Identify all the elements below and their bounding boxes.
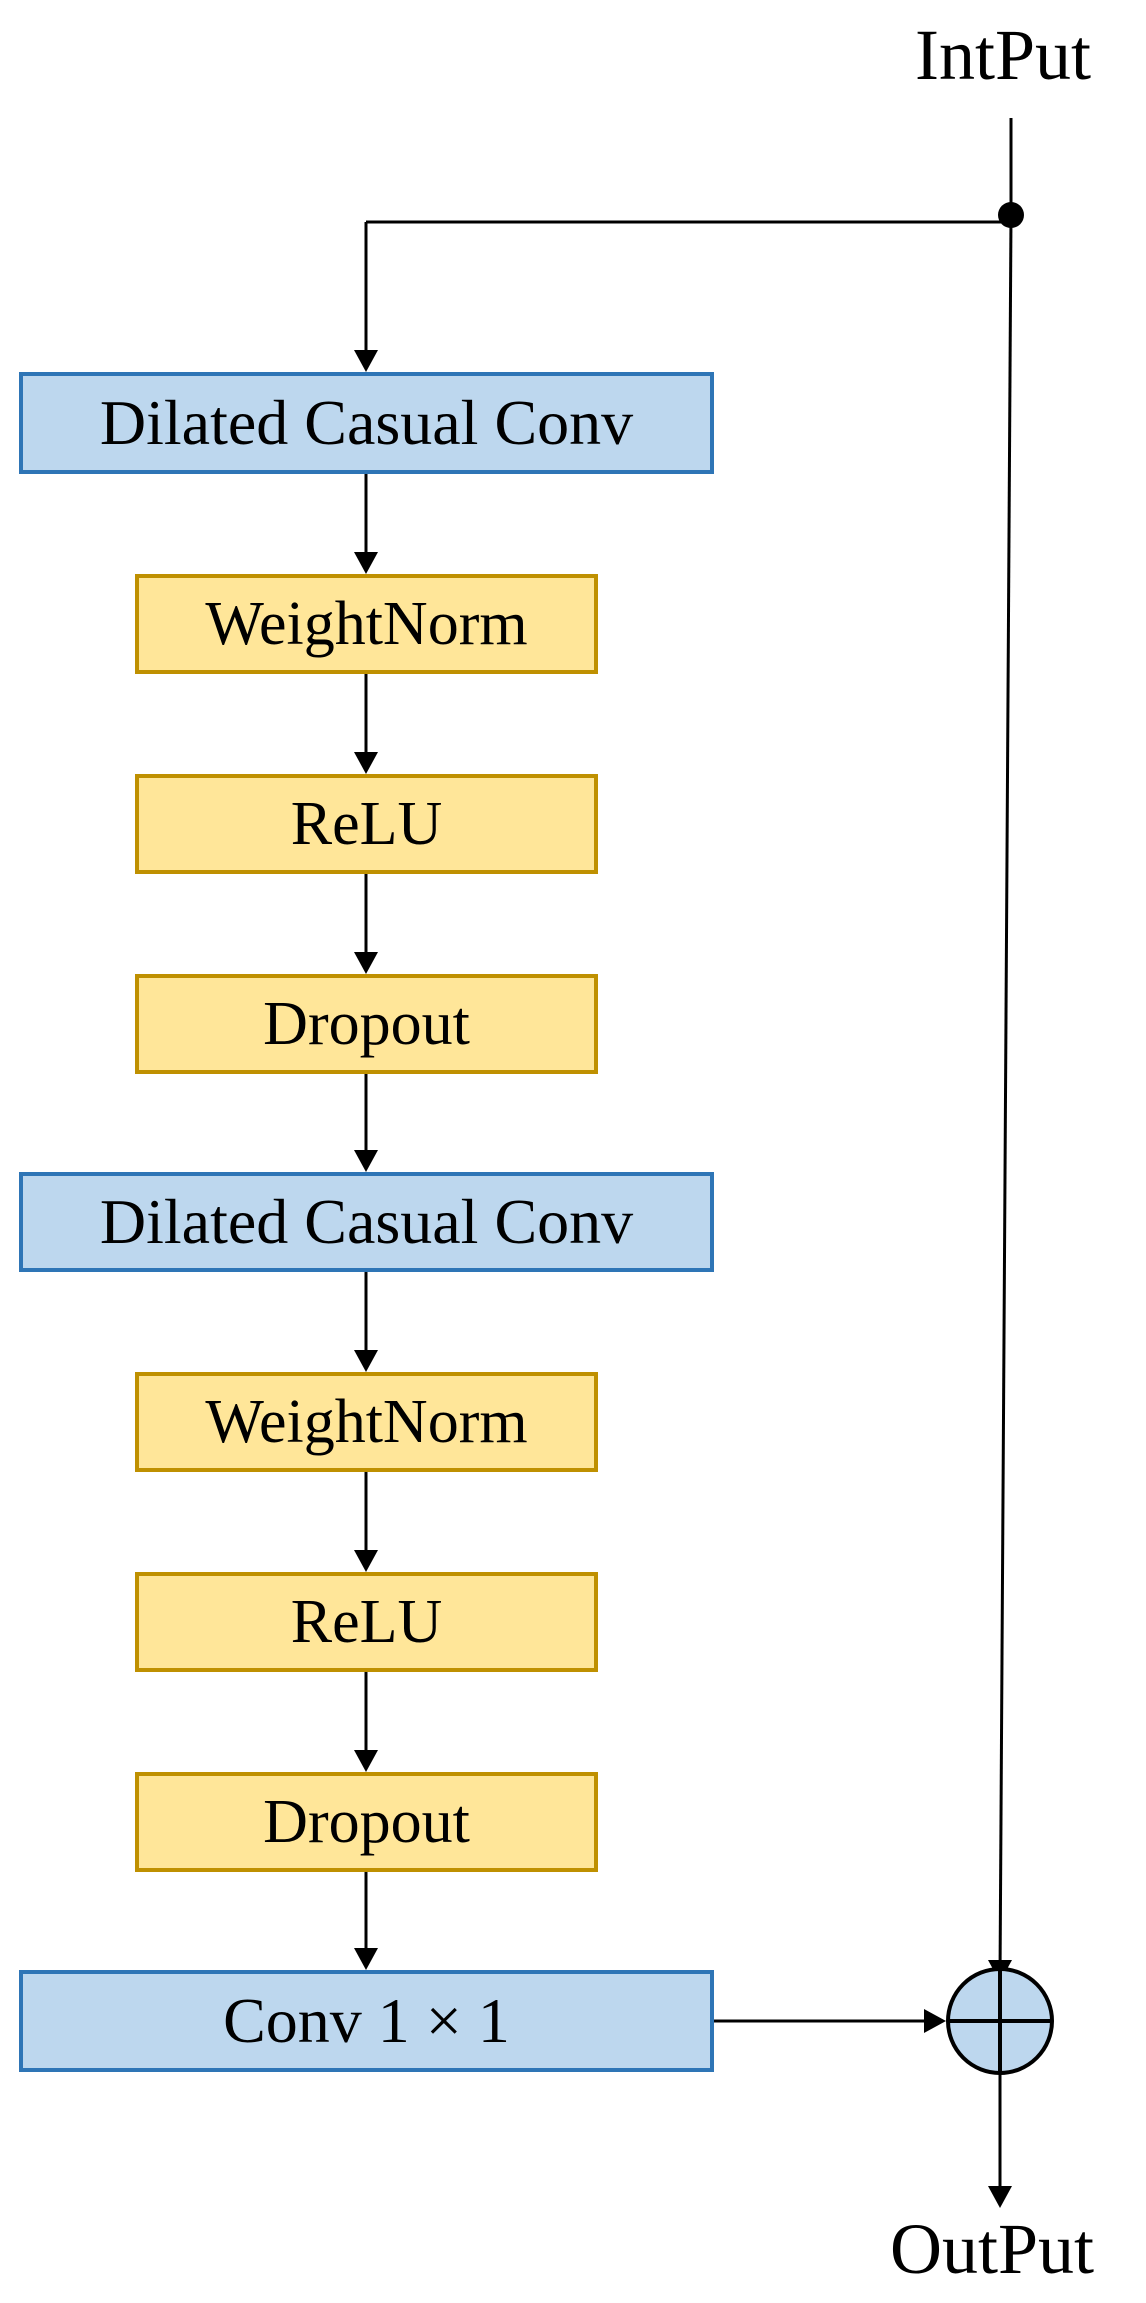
arrowhead (354, 552, 378, 574)
arrowhead (354, 1750, 378, 1772)
dilated-causal-conv-block-1: Dilated Casual Conv (19, 372, 714, 474)
output-label: OutPut (890, 2209, 1095, 2289)
arrowhead (354, 1350, 378, 1372)
weightnorm-block-2: WeightNorm (135, 1372, 598, 1472)
relu-block-2: ReLU (135, 1572, 598, 1672)
arrowhead (354, 350, 378, 372)
add-operator-icon (946, 1967, 1054, 2075)
relu-block-1: ReLU (135, 774, 598, 874)
arrowhead (354, 1150, 378, 1172)
arrowhead (354, 952, 378, 974)
dilated-causal-conv-block-2: Dilated Casual Conv (19, 1172, 714, 1272)
dropout-block-1: Dropout (135, 974, 598, 1074)
arrowhead (354, 1550, 378, 1572)
arrowhead (924, 2009, 946, 2033)
arrowhead (354, 1948, 378, 1970)
conv-1x1-block: Conv 1 × 1 (19, 1970, 714, 2072)
weightnorm-block-1: WeightNorm (135, 574, 598, 674)
dropout-block-2: Dropout (135, 1772, 598, 1872)
arrowhead (354, 752, 378, 774)
skip-connection-line (998, 214, 1013, 1979)
input-label: IntPut (915, 15, 1092, 95)
arrowhead (988, 2186, 1012, 2208)
